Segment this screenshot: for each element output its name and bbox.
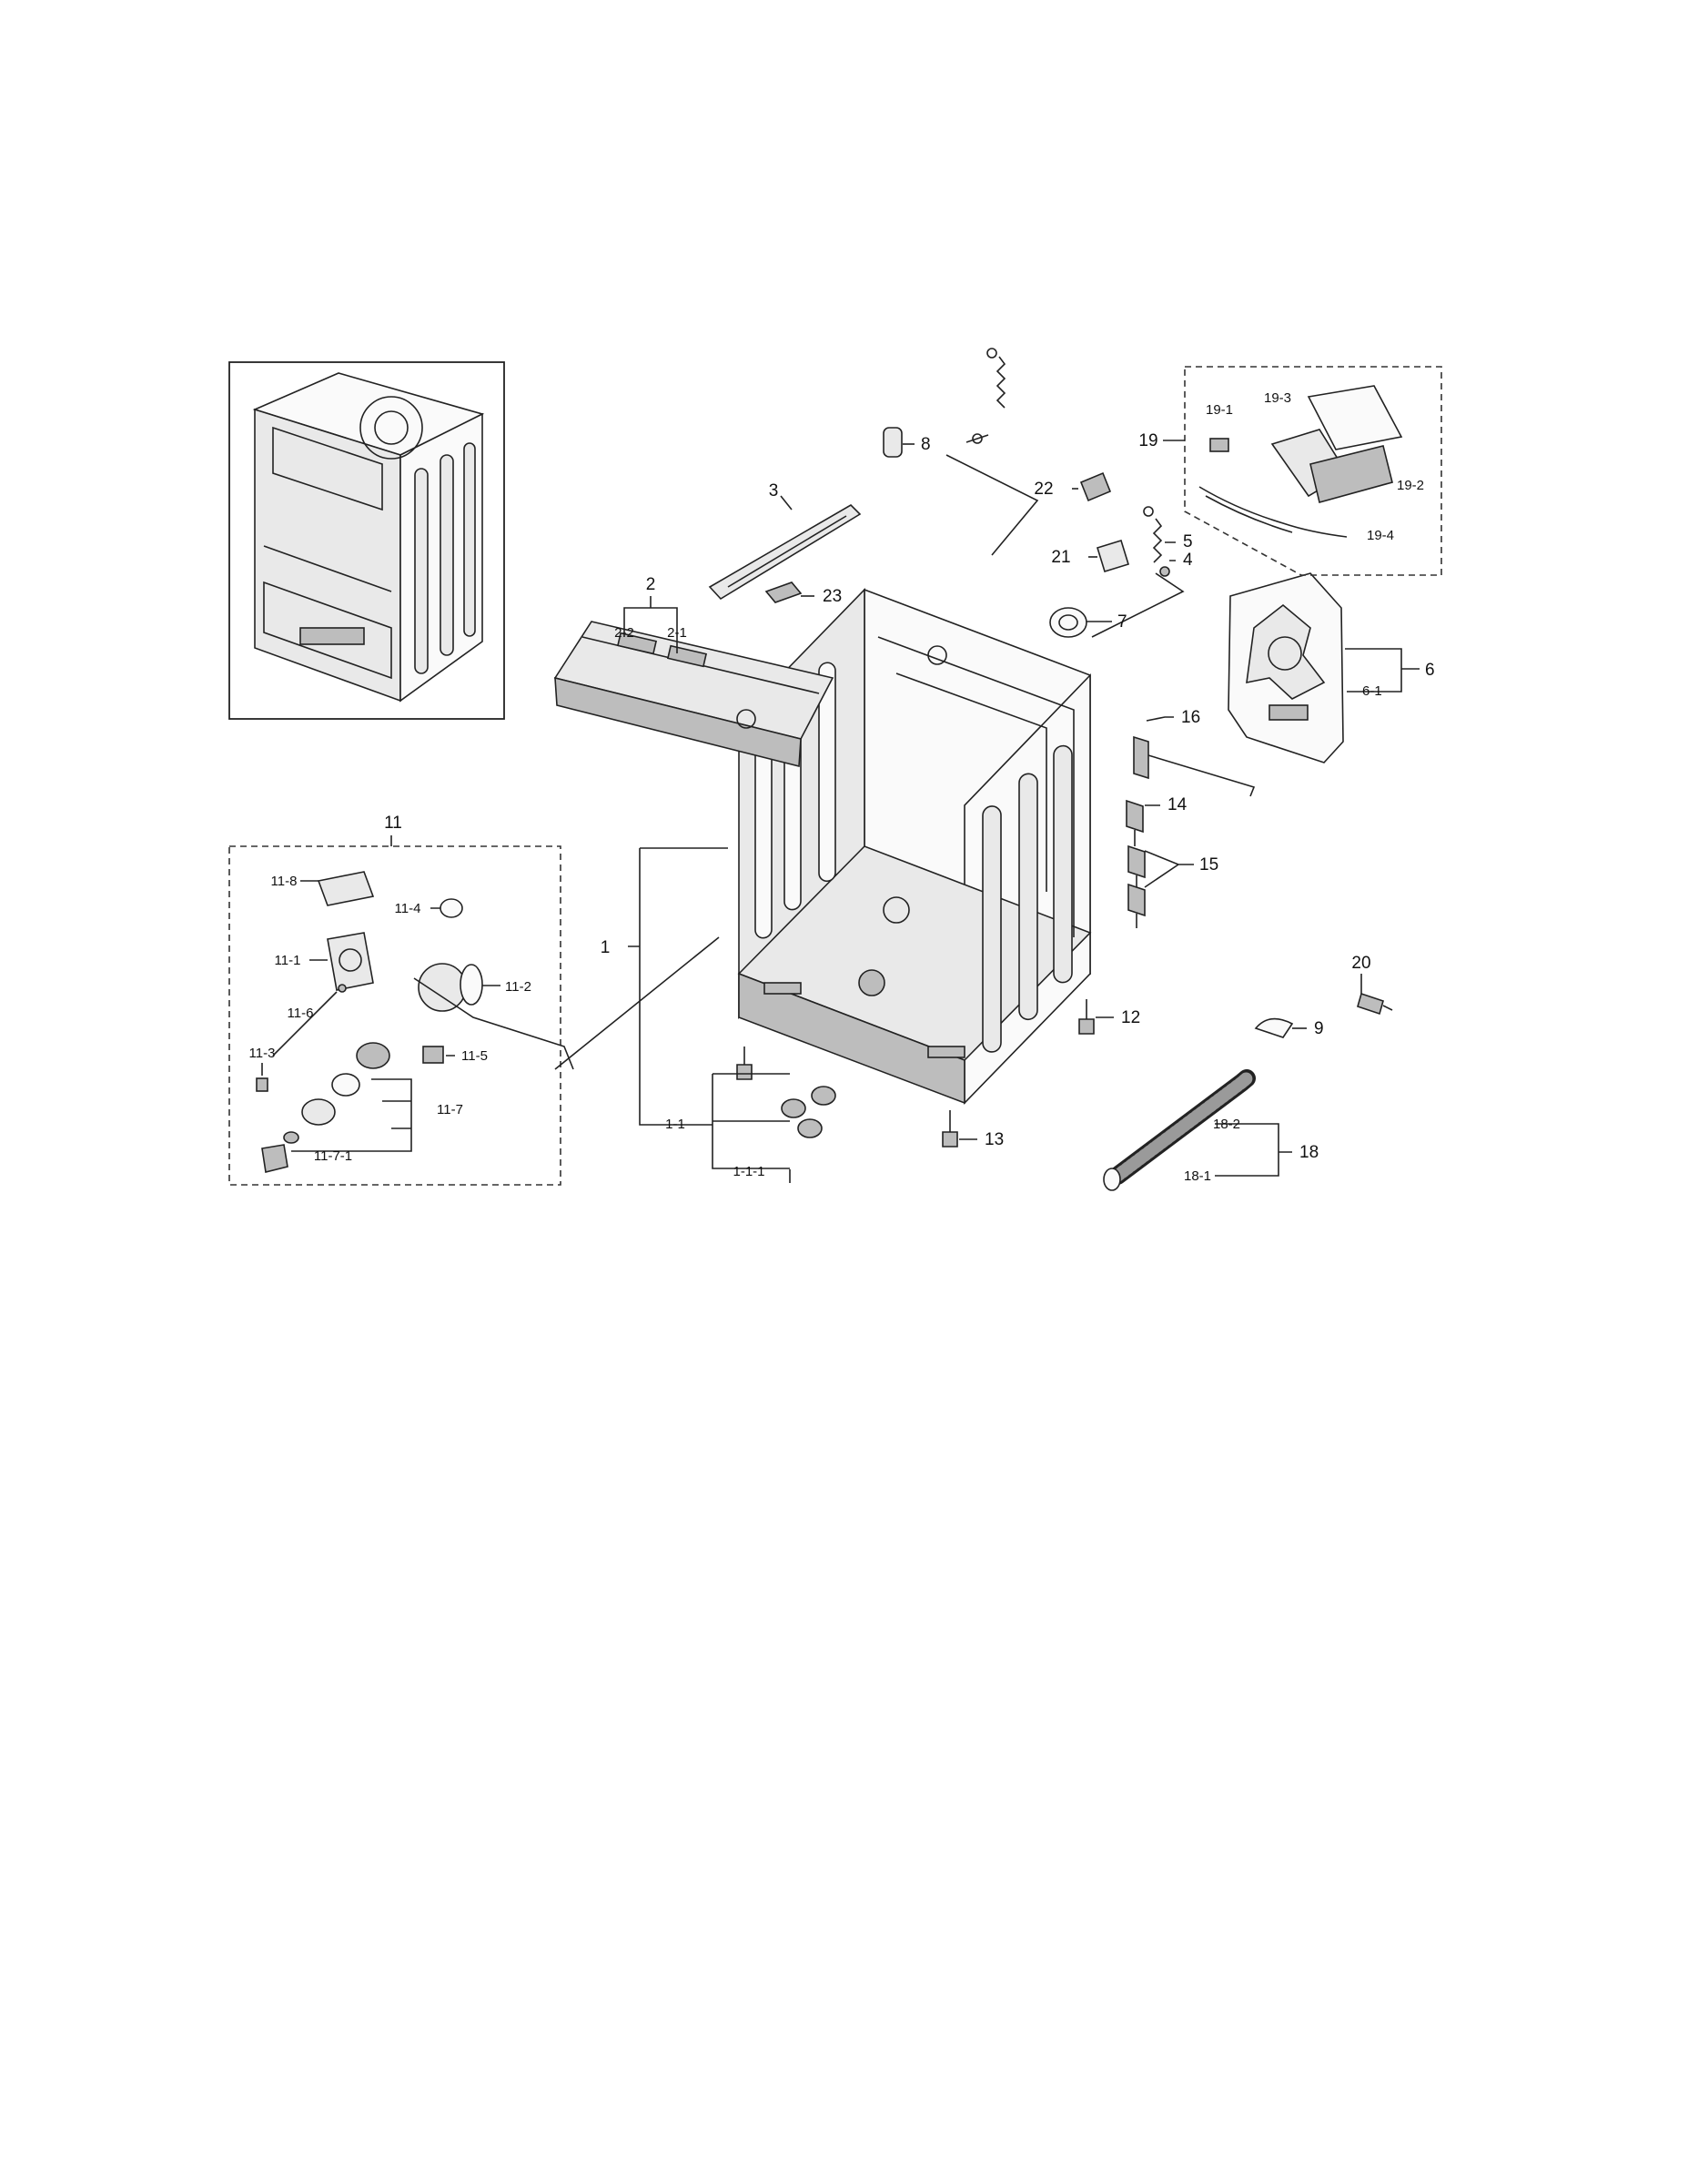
callout-18: 18 [1299,1143,1319,1162]
cabinet-frame [737,588,1092,1105]
callout-1-1: 1-1 [665,1117,685,1132]
tub-spring-right [1143,506,1170,577]
callout-19: 19 [1138,431,1157,450]
callout-19-3: 19-3 [1264,390,1291,406]
rear-cover [1228,572,1344,763]
callout-19-2: 19-2 [1397,478,1424,493]
ring-part [1049,607,1087,638]
callout-12: 12 [1121,1008,1140,1027]
bolt-15b [1127,883,1146,928]
callout-8: 8 [921,435,931,454]
callout-4: 4 [1183,551,1193,570]
callout-2: 2 [646,575,656,594]
callout-18-2: 18-2 [1213,1117,1240,1132]
cap-part [1254,1017,1294,1038]
front-top-panel [553,621,834,768]
callout-11-7: 11-7 [437,1102,463,1117]
callout-11-1: 11-1 [275,953,301,968]
callout-23: 23 [823,587,842,606]
drain-hose [1103,1069,1256,1191]
callout-2-1: 2-1 [667,625,687,641]
callout-21: 21 [1051,548,1070,567]
callout-11-3: 11-3 [249,1046,276,1061]
callout-5: 5 [1183,532,1193,551]
callout-11-8: 11-8 [271,874,298,889]
power-cord [1357,992,1393,1016]
callout-22: 22 [1034,480,1053,499]
screw-13 [942,1110,958,1148]
clip-part [764,581,803,603]
switch-part [1097,540,1129,572]
tub-spring-left [965,348,1006,444]
screw-12 [1078,999,1095,1035]
assembled-cabinet-inset [228,361,505,720]
callout-11-4: 11-4 [395,901,421,916]
callout-11-6: 11-6 [288,1006,314,1021]
callout-1-1-1: 1-1-1 [733,1164,764,1179]
callout-6: 6 [1425,661,1435,680]
callout-3: 3 [769,481,779,500]
callout-6-1: 6-1 [1362,683,1382,699]
subassembly-19-box [1184,366,1442,576]
callout-20: 20 [1351,954,1370,973]
long-bolt [1133,735,1256,797]
bolt-14 [1126,799,1144,846]
subassembly-11-box [228,845,574,1186]
callout-7: 7 [1117,612,1127,632]
callout-13: 13 [985,1130,1004,1149]
callout-11: 11 [384,814,402,833]
callout-11-5: 11-5 [461,1048,488,1064]
callout-1: 1 [601,938,611,957]
leader-lines [261,440,1420,1177]
callout-labels: 1 1-1 1-1-1 2 2-1 2-2 3 4 5 6 6-1 7 8 9 … [249,390,1435,1184]
callout-11-2: 11-2 [505,979,531,995]
callout-15: 15 [1199,855,1218,875]
callout-2-2: 2-2 [614,625,634,641]
callout-19-4: 19-4 [1367,528,1394,543]
callout-11-7-1: 11-7-1 [314,1148,352,1164]
sensor-part [1079,471,1112,502]
callout-16: 16 [1181,708,1200,727]
bumper-part [883,427,903,458]
top-rail [708,503,862,601]
callout-9: 9 [1314,1019,1324,1038]
callout-14: 14 [1167,795,1188,814]
spring-leader-lines [945,454,1185,638]
callout-19-1: 19-1 [1206,402,1233,418]
callout-18-1: 18-1 [1184,1168,1211,1184]
leveling-feet [781,1086,836,1183]
